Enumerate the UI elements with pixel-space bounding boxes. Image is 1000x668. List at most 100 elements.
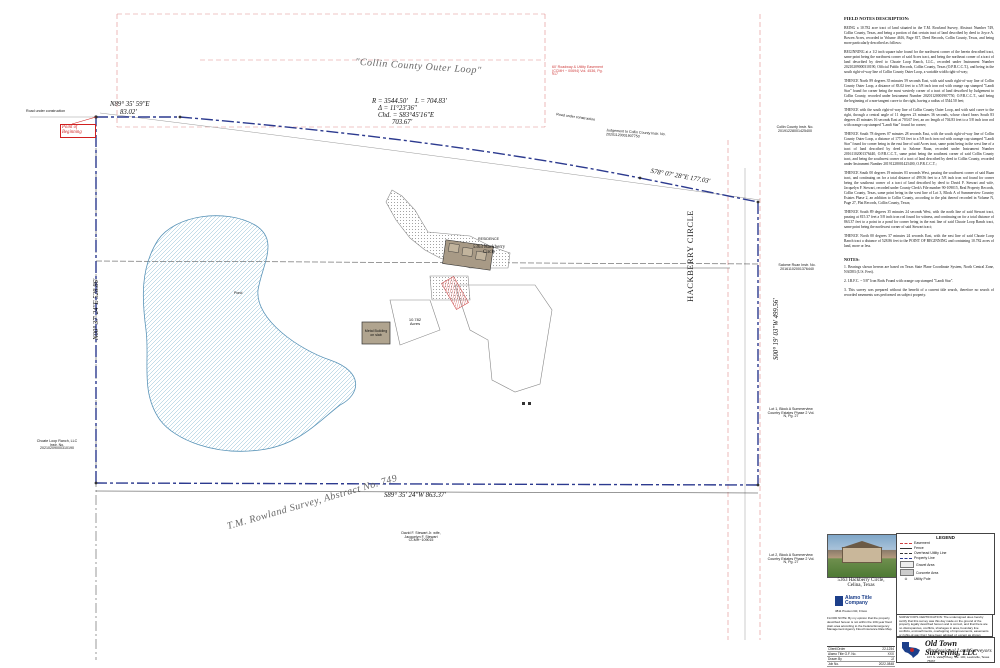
bearing-west: N00° 37' 24"E 528.86' xyxy=(93,278,100,340)
job-row: Drawn By JJ xyxy=(827,657,895,662)
surveying-company: Old Town Surveying, LLC Professional Lan… xyxy=(896,637,995,663)
job-row: Alamo Title G.F. No. XXX xyxy=(827,652,895,657)
point-of-beginning: Point of Beginning xyxy=(60,124,96,138)
job-row-label: Alamo Title G.F. No. xyxy=(828,652,857,656)
title-company-addr: 3811 Preston Rd, Frisco xyxy=(835,609,868,613)
field-note-paragraph: BEGINNING at a 1/2 inch square tube foun… xyxy=(844,50,994,75)
curve-chord-bearing: Chd. = S83°45'16"E xyxy=(378,112,434,119)
field-notes-title: FIELD NOTES DESCRIPTION: xyxy=(844,16,910,21)
pob-leader xyxy=(71,116,97,125)
field-note-paragraph: THENCE South 89 degrees 35 minutes 24 se… xyxy=(844,209,994,229)
title-company-name: Alamo Title Company xyxy=(845,595,872,607)
residence-building xyxy=(442,239,494,271)
surveyor-address: 107 N. Valley Pkwy, Ste. 100, Lewisville… xyxy=(927,655,990,663)
gravel-swatch-icon xyxy=(900,561,914,568)
easement-swatch-icon xyxy=(900,542,912,544)
road-label-hackberry: HACKBERRY CIRCLE xyxy=(685,210,695,302)
address-line-2: Celina, Texas xyxy=(847,583,875,588)
curve-chord: 703.67' xyxy=(392,119,413,126)
legend-row: Property Line xyxy=(900,556,991,560)
legend-label: Property Line xyxy=(914,556,935,560)
job-row: Client/Order 22-1254 xyxy=(827,647,895,652)
notes-title: NOTES: xyxy=(844,256,860,262)
road-centerlines xyxy=(30,112,761,640)
legend: LEGEND Easement Fence Overhead Utility L… xyxy=(896,533,995,615)
job-row: Job No. 2022-0848 xyxy=(827,662,895,667)
residence-photo xyxy=(827,534,897,578)
concrete-swatch-icon xyxy=(900,569,914,576)
plat-drawing: N xyxy=(30,13,761,660)
residence-address: 5363 Hackberry Circle xyxy=(472,245,506,255)
overhead-line xyxy=(95,260,759,265)
property-boundary xyxy=(95,116,759,486)
legend-label: Easement xyxy=(914,541,930,545)
legend-row: ⊙Utility Pole xyxy=(900,577,991,581)
garage-hatch xyxy=(441,276,469,310)
pond-shape xyxy=(142,215,357,452)
easement-lines xyxy=(116,13,761,640)
overhead-swatch-icon xyxy=(900,552,912,554)
adjoiner-stewart: David F. Stewart Jr. wife, Jacquelyn F. … xyxy=(401,531,441,543)
legend-title: LEGEND xyxy=(936,535,955,540)
bearing-north-top-dist: 83.02' xyxy=(120,109,137,116)
flood-note-text: FLOOD NOTE: By my opinion that the prope… xyxy=(827,616,893,632)
adjoiner-lot2: Lot 2, Block A Summerview Country Estate… xyxy=(767,553,815,565)
job-row-label: Job No. xyxy=(828,662,839,666)
job-row-value: 2022-0848 xyxy=(878,662,894,666)
job-row-label: Drawn By xyxy=(828,657,842,661)
road-construction-west: Road under construction xyxy=(26,109,66,113)
bearing-north-top: N89° 35' 59"E xyxy=(110,101,150,108)
bearing-south: S89° 35' 24"W 863.37' xyxy=(384,492,446,499)
house-image-icon xyxy=(841,541,883,563)
title-company-logo-icon xyxy=(835,596,843,606)
job-row-value: JJ xyxy=(890,657,894,661)
bearing-east: S00° 19' 03"W 499.56' xyxy=(773,298,780,360)
legend-label: Concrete Area xyxy=(916,570,939,575)
fence-swatch-icon xyxy=(900,547,912,549)
title-company: Alamo Title Company 3811 Preston Rd, Fri… xyxy=(827,594,895,616)
legend-row: Concrete Area xyxy=(900,569,991,576)
field-note-paragraph: THENCE South 00 degrees 19 minutes 03 se… xyxy=(844,170,994,205)
adjoiner-choate: Choate Loop Ranch, LLC Instr. No. 202102… xyxy=(36,439,78,451)
adjoiner-lot1: Lot 1, Block A Summerview Country Estate… xyxy=(767,407,815,419)
field-note-paragraph: THENCE North 00 degrees 37 minutes 24 se… xyxy=(844,233,994,248)
easement-note: 60' Roadway & Utility Easement (CCMH ~ 0… xyxy=(552,65,604,77)
legend-label: Gravel Area xyxy=(916,562,935,567)
surveyor-name: Old Town Surveying, LLC xyxy=(925,639,978,657)
surveyor-certification: SURVEYOR'S CERTIFICATION: The undersigne… xyxy=(896,614,993,646)
adjoiner-collin-county: Collin County Instr. No. 201912280014254… xyxy=(776,125,814,133)
field-note-paragraph: BEING a 10.782 acre tract of land situat… xyxy=(844,26,994,46)
metal-building xyxy=(361,321,391,345)
curve-delta: Δ = 11°23'36" xyxy=(378,105,417,112)
residence-tag: RESIDENCE xyxy=(478,237,499,241)
legend-row: Gravel Area xyxy=(900,561,991,568)
dim-line xyxy=(95,490,759,494)
adjoiner-salome: Salome Ruan Instr. No. 20161102001376440 xyxy=(778,263,816,271)
field-note-paragraph: THENCE with the south right-of-way line … xyxy=(844,107,994,127)
job-row-label: Client/Order xyxy=(828,647,846,651)
driveway xyxy=(385,189,553,393)
field-notes: FIELD NOTES DESCRIPTION: BEING a 10.782 … xyxy=(844,16,994,536)
field-note-paragraph: THENCE North 89 degrees 35 minutes 59 se… xyxy=(844,79,994,103)
curve-length: L = 704.83' xyxy=(415,98,447,105)
pond-label: Pond xyxy=(234,291,243,295)
curve-radius: R = 3544.50' xyxy=(372,98,408,105)
acreage-label: 10.782 Acres xyxy=(408,317,422,326)
note-item: 3. This survey was prepared without the … xyxy=(844,288,994,298)
address-line-1: 5363 Hackberry Circle, xyxy=(837,578,885,583)
note-item: 1. Bearings shown hereon are based on Te… xyxy=(844,265,994,275)
legend-label: Fence xyxy=(914,546,924,550)
job-row-value: 22-1254 xyxy=(882,647,894,651)
job-row-value: XXX xyxy=(887,652,894,656)
legend-row: Fence xyxy=(900,546,991,550)
legend-row: Overhead Utility Line xyxy=(900,551,991,555)
legend-row: Easement xyxy=(900,541,991,545)
surveyor-subtitle: Professional Land Surveyors xyxy=(928,648,992,654)
utility-pole-icon: ⊙ xyxy=(904,577,908,581)
title-address: 5363 Hackberry Circle, Celina, Texas xyxy=(826,578,896,588)
job-info-table: Client/Order 22-1254 Alamo Title G.F. No.… xyxy=(827,646,895,667)
property-line-swatch-icon xyxy=(900,557,912,559)
note-item: 2. I.R.F.C. ~ 5/8" Iron Rods Found with … xyxy=(844,279,954,284)
field-note-paragraph: THENCE South 78 degrees 07 minutes 28 se… xyxy=(844,131,994,166)
